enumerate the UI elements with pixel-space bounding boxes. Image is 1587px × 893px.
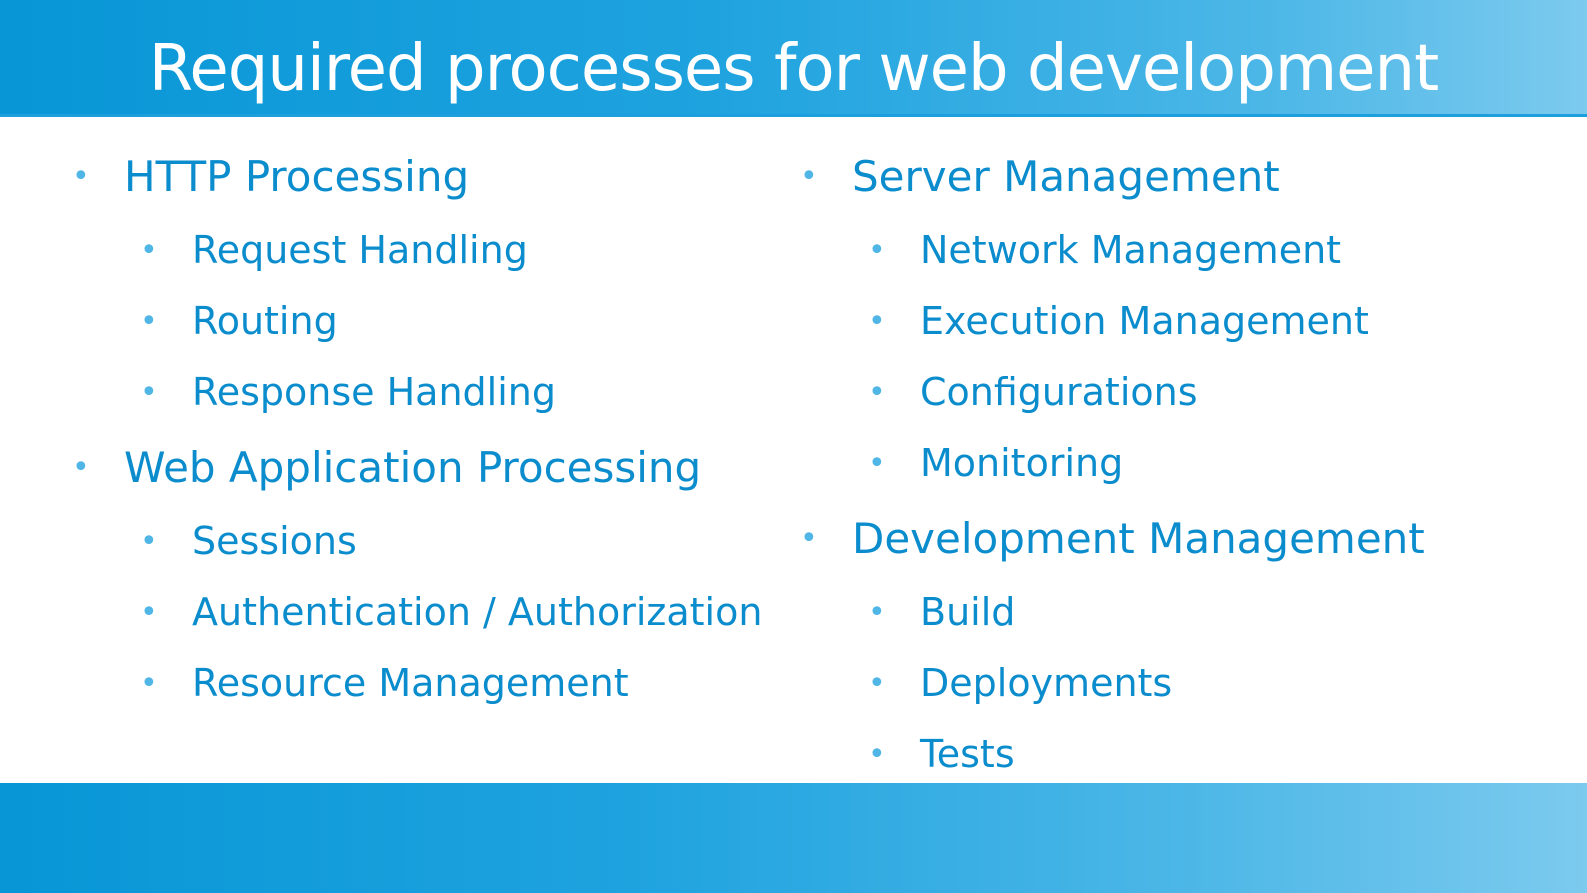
bullet-icon: •	[868, 737, 886, 772]
bullet-icon: •	[140, 233, 158, 268]
list-item: • Execution Management	[800, 286, 1520, 357]
section-heading-web-application-processing: • Web Application Processing	[72, 433, 772, 503]
section-heading-http-processing: • HTTP Processing	[72, 142, 772, 212]
section-heading-label: Web Application Processing	[124, 443, 702, 492]
section-heading-label: Server Management	[852, 152, 1280, 201]
section-heading-development-management: • Development Management	[800, 504, 1520, 574]
list-item: • Response Handling	[72, 357, 772, 428]
list-item: • Monitoring	[800, 428, 1520, 499]
slide-title: Required processes for web development	[148, 32, 1439, 106]
section-heading-server-management: • Server Management	[800, 142, 1520, 212]
right-column: • Server Management • Network Management…	[800, 142, 1520, 790]
list-item-label: Build	[920, 590, 1016, 634]
list-item-label: Configurations	[920, 370, 1198, 414]
list-item: • Routing	[72, 286, 772, 357]
bullet-icon: •	[140, 666, 158, 701]
header-divider	[0, 114, 1587, 117]
list-item-label: Monitoring	[920, 441, 1124, 485]
list-item-label: Authentication / Authorization	[192, 590, 763, 634]
list-item-label: Request Handling	[192, 228, 528, 272]
bullet-icon: •	[868, 595, 886, 630]
list-item-label: Execution Management	[920, 299, 1369, 343]
bullet-icon: •	[868, 233, 886, 268]
list-item: • Sessions	[72, 506, 772, 577]
list-item-label: Response Handling	[192, 370, 556, 414]
list-item: • Network Management	[800, 215, 1520, 286]
list-item-label: Deployments	[920, 661, 1173, 705]
bullet-icon: •	[800, 159, 818, 194]
header-band	[0, 0, 1587, 114]
section-heading-label: HTTP Processing	[124, 152, 470, 201]
list-item-label: Resource Management	[192, 661, 629, 705]
left-column: • HTTP Processing • Request Handling • R…	[72, 142, 772, 719]
list-item-label: Routing	[192, 299, 338, 343]
bullet-icon: •	[868, 375, 886, 410]
bullet-icon: •	[800, 521, 818, 556]
bullet-icon: •	[868, 304, 886, 339]
list-item: • Authentication / Authorization	[72, 577, 772, 648]
bullet-icon: •	[72, 159, 90, 194]
list-item: • Build	[800, 577, 1520, 648]
list-item: • Tests	[800, 719, 1520, 790]
list-item: • Deployments	[800, 648, 1520, 719]
list-item: • Configurations	[800, 357, 1520, 428]
bullet-icon: •	[868, 446, 886, 481]
list-item: • Resource Management	[72, 648, 772, 719]
list-item-label: Sessions	[192, 519, 357, 563]
list-item: • Request Handling	[72, 215, 772, 286]
footer-band	[0, 783, 1587, 893]
bullet-icon: •	[140, 304, 158, 339]
bullet-icon: •	[868, 666, 886, 701]
bullet-icon: •	[140, 524, 158, 559]
bullet-icon: •	[72, 450, 90, 485]
bullet-icon: •	[140, 595, 158, 630]
section-heading-label: Development Management	[852, 514, 1425, 563]
list-item-label: Tests	[920, 732, 1015, 776]
list-item-label: Network Management	[920, 228, 1342, 272]
bullet-icon: •	[140, 375, 158, 410]
